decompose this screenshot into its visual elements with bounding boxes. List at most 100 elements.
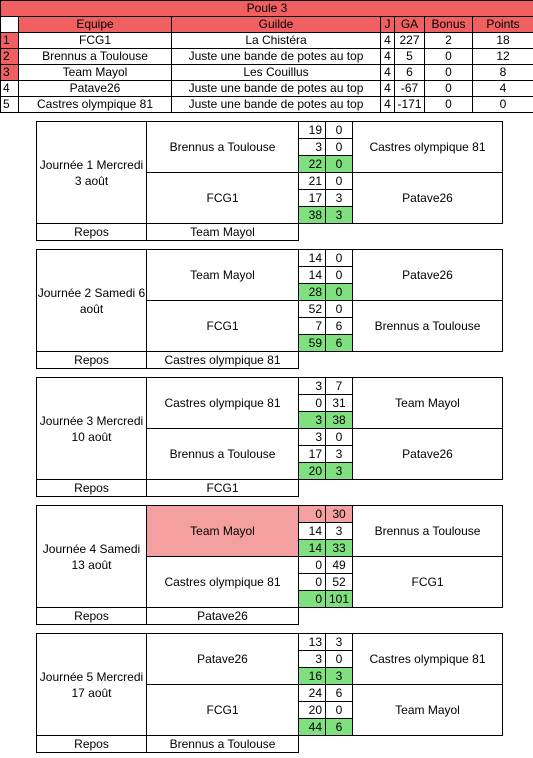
score-away: 0: [325, 428, 353, 446]
journee-label: Journée 1 Mercredi 3 août: [36, 121, 147, 224]
journee-5-table: Journée 5 Mercredi 17 août Patave26 13 3…: [36, 633, 503, 753]
goal-average: 227: [394, 32, 425, 49]
team-name: Castres olympique 81: [18, 96, 172, 113]
score-home: 0: [298, 556, 326, 574]
match-home-team: Brennus a Toulouse: [146, 121, 299, 173]
score-home: 17: [298, 445, 326, 463]
journee-label: Journée 2 Samedi 6 août: [36, 249, 147, 352]
score-away: 6: [325, 684, 353, 702]
points: 18: [471, 32, 533, 49]
score-home: 3: [298, 377, 326, 395]
team-name: Brennus a Toulouse: [18, 48, 172, 65]
match-away-team: Castres olympique 81: [352, 121, 503, 173]
score-away: 52: [325, 573, 353, 591]
score-home: 21: [298, 172, 326, 190]
guild-name: Juste une bande de potes au top: [171, 80, 381, 97]
journee-4-table: Journée 4 Samedi 13 août Team Mayol 0 3 0…: [36, 505, 503, 625]
journee-3-table: Journée 3 Mercredi 10 août Castres olymp…: [36, 377, 503, 497]
bonus: 0: [424, 80, 473, 97]
rank: 5: [0, 96, 19, 113]
score-home: 14: [298, 249, 326, 267]
goal-average: -67: [394, 80, 425, 97]
bonus: 0: [424, 48, 473, 65]
team-name: Patave26: [18, 80, 172, 97]
score-home: 13: [298, 633, 326, 651]
total-home: 22: [298, 155, 326, 173]
guild-name: Les Couillus: [171, 64, 381, 81]
standings-row: 5 Castres olympique 81 Juste une bande d…: [0, 96, 533, 113]
journee-1-table: Journée 1 Mercredi 3 août Brennus a Toul…: [36, 121, 503, 241]
journee-2-table: Journée 2 Samedi 6 août Team Mayol 14 0 …: [36, 249, 503, 369]
goal-average: 6: [394, 64, 425, 81]
goal-average: 5: [394, 48, 425, 65]
match-away-team: FCG1: [352, 556, 503, 608]
score-home: 24: [298, 684, 326, 702]
repos-label: Repos: [36, 735, 147, 753]
match-away-team: Patave26: [352, 172, 503, 224]
total-away: 3: [325, 667, 353, 685]
score-away: 3: [325, 522, 353, 540]
header-j: J: [380, 16, 395, 33]
repos-team: Patave26: [146, 607, 299, 625]
rank: 1: [0, 32, 19, 49]
score-away: 3: [325, 445, 353, 463]
score-home: 3: [298, 428, 326, 446]
header-points: Points: [471, 16, 533, 33]
standings-row: 1 FCG1 La Chistéra 4 227 2 18: [0, 32, 533, 49]
repos-label: Repos: [36, 479, 147, 497]
total-away: 0: [325, 283, 353, 301]
guild-name: Juste une bande de potes au top: [171, 48, 381, 65]
score-away: 0: [325, 121, 353, 139]
repos-label: Repos: [36, 223, 147, 241]
total-home: 59: [298, 334, 326, 352]
points: 4: [471, 80, 533, 97]
games-played: 4: [380, 48, 395, 65]
team-name: FCG1: [18, 32, 172, 49]
rank: 3: [0, 64, 19, 81]
match-away-team: Brennus a Toulouse: [352, 505, 503, 557]
repos-team: Brennus a Toulouse: [146, 735, 299, 753]
score-away: 31: [325, 394, 353, 412]
total-home: 44: [298, 718, 326, 736]
match-home-team: Castres olympique 81: [146, 556, 299, 608]
match-home-team: Patave26: [146, 633, 299, 685]
rank: 2: [0, 48, 19, 65]
match-home-team: Team Mayol: [146, 505, 299, 557]
score-home: 3: [298, 138, 326, 156]
match-away-team: Patave26: [352, 249, 503, 301]
standings-row: 2 Brennus a Toulouse Juste une bande de …: [0, 48, 533, 65]
score-away: 0: [325, 266, 353, 284]
guild-name: Juste une bande de potes au top: [171, 96, 381, 113]
header-blank: [0, 16, 19, 33]
points: 0: [471, 96, 533, 113]
standings-row: 4 Patave26 Juste une bande de potes au t…: [0, 80, 533, 97]
score-away: 6: [325, 317, 353, 335]
score-away: 49: [325, 556, 353, 574]
total-away: 6: [325, 718, 353, 736]
match-home-team: FCG1: [146, 684, 299, 736]
score-away: 0: [325, 650, 353, 668]
repos-team: FCG1: [146, 479, 299, 497]
score-away: 0: [325, 249, 353, 267]
match-away-team: Brennus a Toulouse: [352, 300, 503, 352]
match-away-team: Team Mayol: [352, 377, 503, 429]
score-away: 0: [325, 172, 353, 190]
score-away: 0: [325, 701, 353, 719]
score-home: 14: [298, 266, 326, 284]
journee-label: Journée 5 Mercredi 17 août: [36, 633, 147, 736]
match-away-team: Castres olympique 81: [352, 633, 503, 685]
journee-label: Journée 4 Samedi 13 août: [36, 505, 147, 608]
total-away: 33: [325, 539, 353, 557]
repos-team: Team Mayol: [146, 223, 299, 241]
total-away: 6: [325, 334, 353, 352]
match-home-team: FCG1: [146, 300, 299, 352]
header-equipe: Equipe: [18, 16, 172, 33]
header-ga: GA: [394, 16, 425, 33]
total-home: 16: [298, 667, 326, 685]
score-home: 3: [298, 650, 326, 668]
score-home: 14: [298, 522, 326, 540]
score-home: 0: [298, 573, 326, 591]
header-guilde: Guilde: [171, 16, 381, 33]
match-away-team: Team Mayol: [352, 684, 503, 736]
score-away: 3: [325, 633, 353, 651]
